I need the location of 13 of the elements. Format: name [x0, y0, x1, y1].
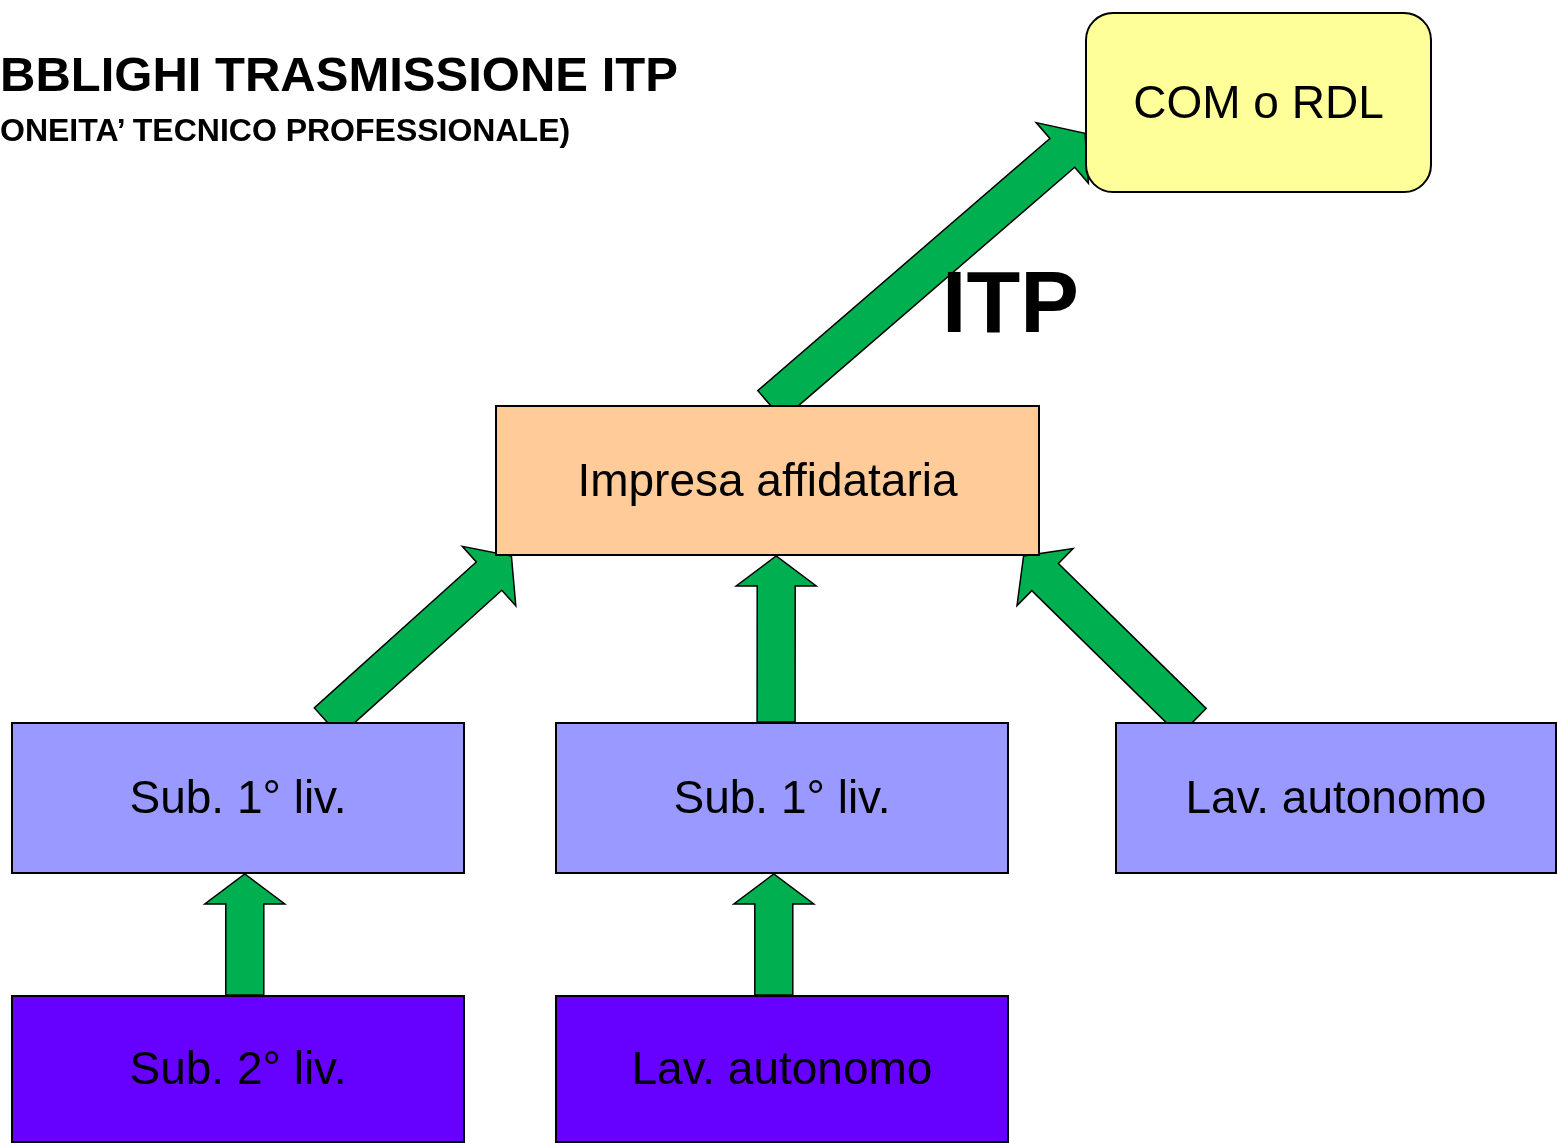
edge-label: ITP: [942, 258, 1079, 346]
block-arrow: [202, 873, 288, 996]
subtitle: ONEITA’ TECNICO PROFESSIONALE): [0, 114, 571, 146]
process-box: Sub. 2° liv.: [11, 995, 465, 1143]
process-box: Sub. 1° liv.: [11, 722, 465, 874]
process-box: Impresa affidataria: [495, 405, 1040, 556]
block-arrow: [733, 555, 819, 723]
process-box: Lav. autonomo: [555, 995, 1009, 1143]
process-box: COM o RDL: [1085, 12, 1432, 193]
process-box: Sub. 1° liv.: [555, 722, 1009, 874]
process-box: Lav. autonomo: [1115, 722, 1557, 874]
block-arrow: [731, 873, 817, 996]
title: BBLIGHI TRASMISSIONE ITP: [0, 50, 678, 99]
